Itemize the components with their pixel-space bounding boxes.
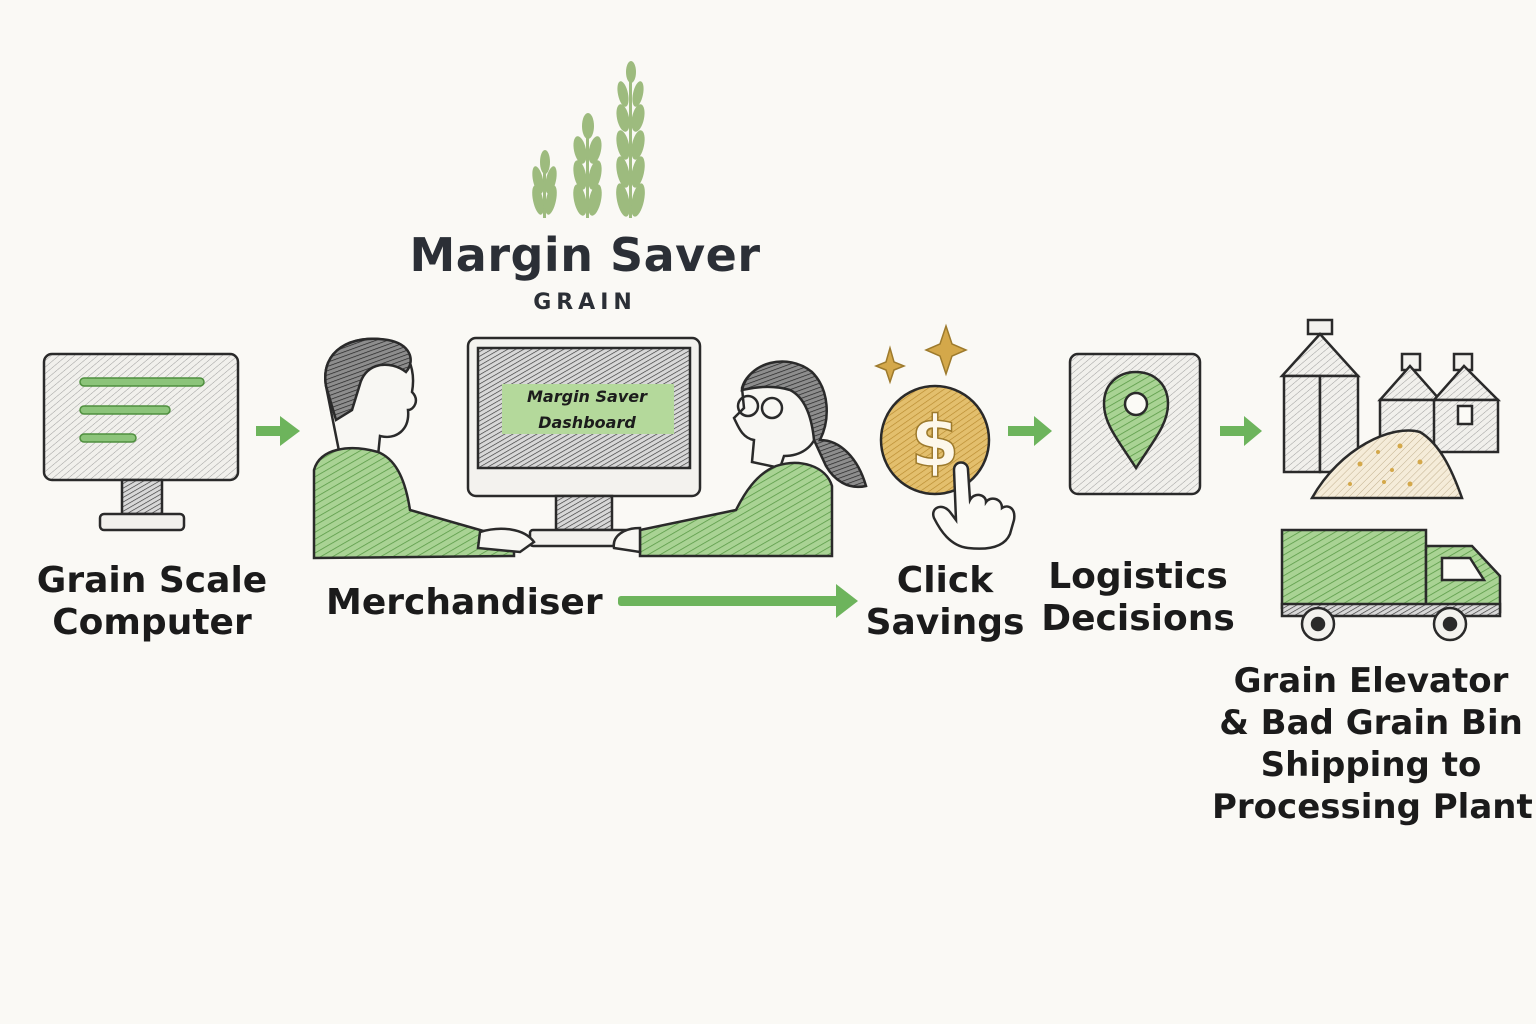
grain-elevator-truck-icon <box>1279 318 1502 642</box>
step-label-grain-scale: Grain Scale Computer <box>36 560 268 644</box>
wheat-stalks-icon <box>532 61 645 218</box>
flow-arrow <box>256 416 300 446</box>
people-at-computer-icon <box>312 336 868 560</box>
step-label-logistics: Logistics Decisions <box>1040 556 1236 640</box>
dashboard-screen-label: Margin Saver Dashboard <box>502 384 672 436</box>
step-label-click-savings: Click Savings <box>862 560 1028 644</box>
dollar-coin-click-icon: $ <box>873 323 1016 550</box>
flow-arrow <box>1220 416 1262 446</box>
step-label-line: Merchandiser <box>326 582 603 623</box>
dashboard-line-2: Dashboard <box>538 413 636 432</box>
flow-arrow <box>1008 416 1052 446</box>
step-label-merchandiser: Merchandiser <box>326 582 603 624</box>
monitor-icon <box>42 352 240 532</box>
dashboard-line-1: Margin Saver <box>527 387 647 406</box>
step-label-line: Shipping to <box>1260 745 1482 785</box>
step-label-line: Computer <box>52 602 252 643</box>
map-pin-icon <box>1068 352 1202 496</box>
step-label-line: Logistics <box>1048 556 1228 597</box>
step-label-line: Decisions <box>1041 598 1235 639</box>
step-label-line: Click <box>896 560 994 601</box>
brand-subtitle: GRAIN <box>533 290 637 315</box>
svg-text:$: $ <box>911 401 960 483</box>
step-label-line: Processing Plant <box>1212 787 1533 827</box>
step-label-line: Grain Scale <box>36 560 268 601</box>
flow-arrow-long <box>618 584 858 618</box>
brand-title: Margin Saver <box>409 228 761 282</box>
step-label-line: Grain Elevator <box>1233 661 1509 701</box>
step-label-line: Savings <box>865 602 1025 643</box>
step-label-line: & Bad Grain Bin <box>1219 703 1523 743</box>
step-label-grain-elevator: Grain Elevator & Bad Grain Bin Shipping … <box>1212 660 1533 828</box>
